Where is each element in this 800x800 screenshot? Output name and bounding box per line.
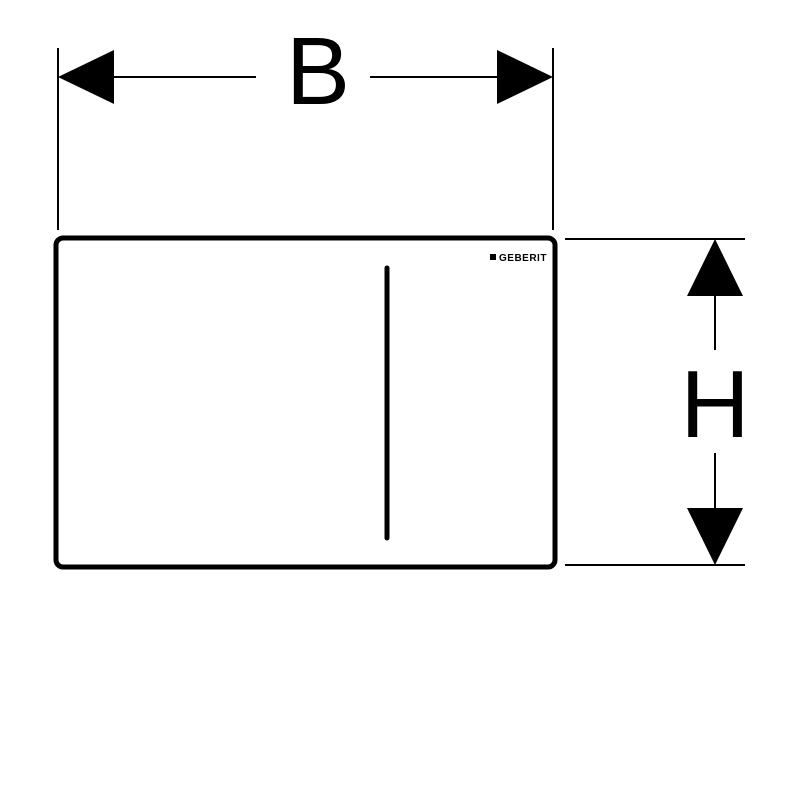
height-arrowhead-top [687,239,743,296]
flush-plate-outline [53,235,558,570]
width-label: B [286,18,350,125]
width-arrowhead-left [58,50,114,104]
width-arrowhead-right [497,50,553,104]
brand-square-icon [490,254,496,260]
height-label: H [680,351,749,458]
brand-logo: GEBERIT [490,253,547,264]
brand-name: GEBERIT [499,253,547,264]
height-dimension: H [565,238,750,566]
width-dimension: B [57,18,554,230]
height-arrowhead-bottom [687,508,743,565]
